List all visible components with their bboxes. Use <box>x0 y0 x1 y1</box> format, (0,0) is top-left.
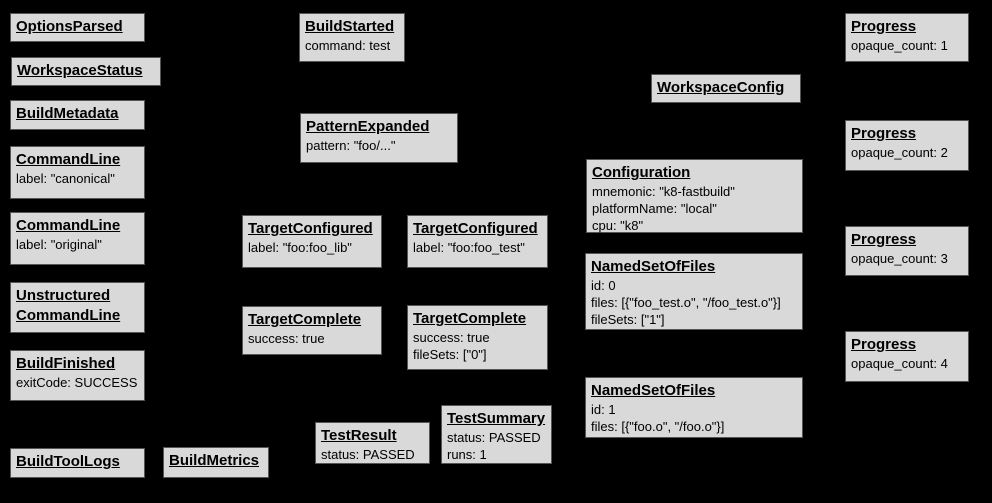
event-title: CommandLine <box>16 151 121 168</box>
event-title: BuildToolLogs <box>16 453 120 470</box>
event-box-configuration: Configuration mnemonic: "k8-fastbuild" pla… <box>586 159 803 233</box>
event-field: success: true <box>248 331 325 346</box>
event-field: platformName: "local" <box>592 201 717 216</box>
event-box-progress-2: Progress opaque_count: 2 <box>845 120 969 171</box>
event-title: TestResult <box>321 427 397 444</box>
event-box-command-line-original: CommandLine label: "original" <box>10 212 145 265</box>
event-box-target-complete-foo-test: TargetComplete success: true fileSets: ["0… <box>407 305 548 370</box>
event-field: runs: 1 <box>447 447 487 462</box>
event-field: label: "foo:foo_lib" <box>248 240 352 255</box>
event-title: TargetComplete <box>413 310 527 327</box>
event-field: mnemonic: "k8-fastbuild" <box>592 184 735 199</box>
event-title: NamedSetOfFiles <box>591 382 716 399</box>
event-box-test-summary: TestSummary status: PASSED runs: 1 <box>441 405 552 464</box>
event-box-progress-3: Progress opaque_count: 3 <box>845 226 969 276</box>
event-box-build-metrics: BuildMetrics <box>163 447 269 478</box>
event-title: BuildMetadata <box>16 105 119 122</box>
event-title: Progress <box>851 231 917 248</box>
event-title: PatternExpanded <box>306 118 430 135</box>
event-box-build-started: BuildStarted command: test <box>299 13 405 62</box>
event-field: files: [{"foo.o", "/foo.o"}] <box>591 419 725 434</box>
event-title: BuildMetrics <box>169 452 260 469</box>
event-title: Progress <box>851 125 917 142</box>
event-field: opaque_count: 3 <box>851 251 948 266</box>
event-field: opaque_count: 1 <box>851 38 948 53</box>
event-field: success: true <box>413 330 490 345</box>
event-box-named-set-of-files-0: NamedSetOfFiles id: 0 files: [{"foo_test.o… <box>585 253 803 330</box>
event-box-build-metadata: BuildMetadata <box>10 100 145 130</box>
event-title: OptionsParsed <box>16 18 123 35</box>
event-field: status: PASSED <box>321 447 415 462</box>
event-box-build-tool-logs: BuildToolLogs <box>10 448 145 478</box>
event-title: Progress <box>851 336 917 353</box>
event-field: command: test <box>305 38 391 53</box>
event-title: TargetConfigured <box>248 220 373 237</box>
event-box-workspace-status: WorkspaceStatus <box>11 57 161 86</box>
event-title: TargetConfigured <box>413 220 538 237</box>
event-field: files: [{"foo_test.o", "/foo_test.o"}] <box>591 295 781 310</box>
event-box-test-result: TestResult status: PASSED <box>315 422 430 464</box>
event-box-progress-1: Progress opaque_count: 1 <box>845 13 969 62</box>
event-field: id: 1 <box>591 402 616 417</box>
event-box-options-parsed: OptionsParsed <box>10 13 145 42</box>
event-title: Configuration <box>592 164 691 181</box>
event-title: CommandLine <box>16 217 121 234</box>
event-title: NamedSetOfFiles <box>591 258 716 275</box>
event-box-target-configured-foo-test: TargetConfigured label: "foo:foo_test" <box>407 215 548 268</box>
event-title: CommandLine <box>16 307 121 324</box>
event-field: exitCode: SUCCESS <box>16 375 138 390</box>
event-field: cpu: "k8" <box>592 218 644 233</box>
event-box-workspace-config: WorkspaceConfig <box>651 74 801 103</box>
event-field: id: 0 <box>591 278 616 293</box>
event-field: label: "canonical" <box>16 171 115 186</box>
event-box-command-line-canonical: CommandLine label: "canonical" <box>10 146 145 199</box>
event-box-pattern-expanded: PatternExpanded pattern: "foo/..." <box>300 113 458 163</box>
event-title: BuildStarted <box>305 18 395 35</box>
event-field: label: "foo:foo_test" <box>413 240 525 255</box>
event-title: Unstructured <box>16 287 111 304</box>
event-field: fileSets: ["1"] <box>591 312 665 327</box>
event-box-named-set-of-files-1: NamedSetOfFiles id: 1 files: [{"foo.o", "/… <box>585 377 803 438</box>
event-box-target-complete-foo-lib: TargetComplete success: true <box>242 306 382 355</box>
event-title: Progress <box>851 18 917 35</box>
event-field: label: "original" <box>16 237 102 252</box>
event-title: TargetComplete <box>248 311 362 328</box>
event-title: TestSummary <box>447 410 546 427</box>
event-field: opaque_count: 4 <box>851 356 948 371</box>
event-field: opaque_count: 2 <box>851 145 948 160</box>
event-field: status: PASSED <box>447 430 541 445</box>
event-box-build-finished: BuildFinished exitCode: SUCCESS <box>10 350 145 401</box>
event-box-progress-4: Progress opaque_count: 4 <box>845 331 969 382</box>
event-field: pattern: "foo/..." <box>306 138 396 153</box>
event-field: fileSets: ["0"] <box>413 347 487 362</box>
event-title: WorkspaceConfig <box>657 79 785 96</box>
event-title: BuildFinished <box>16 355 116 372</box>
event-box-target-configured-foo-lib: TargetConfigured label: "foo:foo_lib" <box>242 215 382 268</box>
event-title: WorkspaceStatus <box>17 62 143 79</box>
